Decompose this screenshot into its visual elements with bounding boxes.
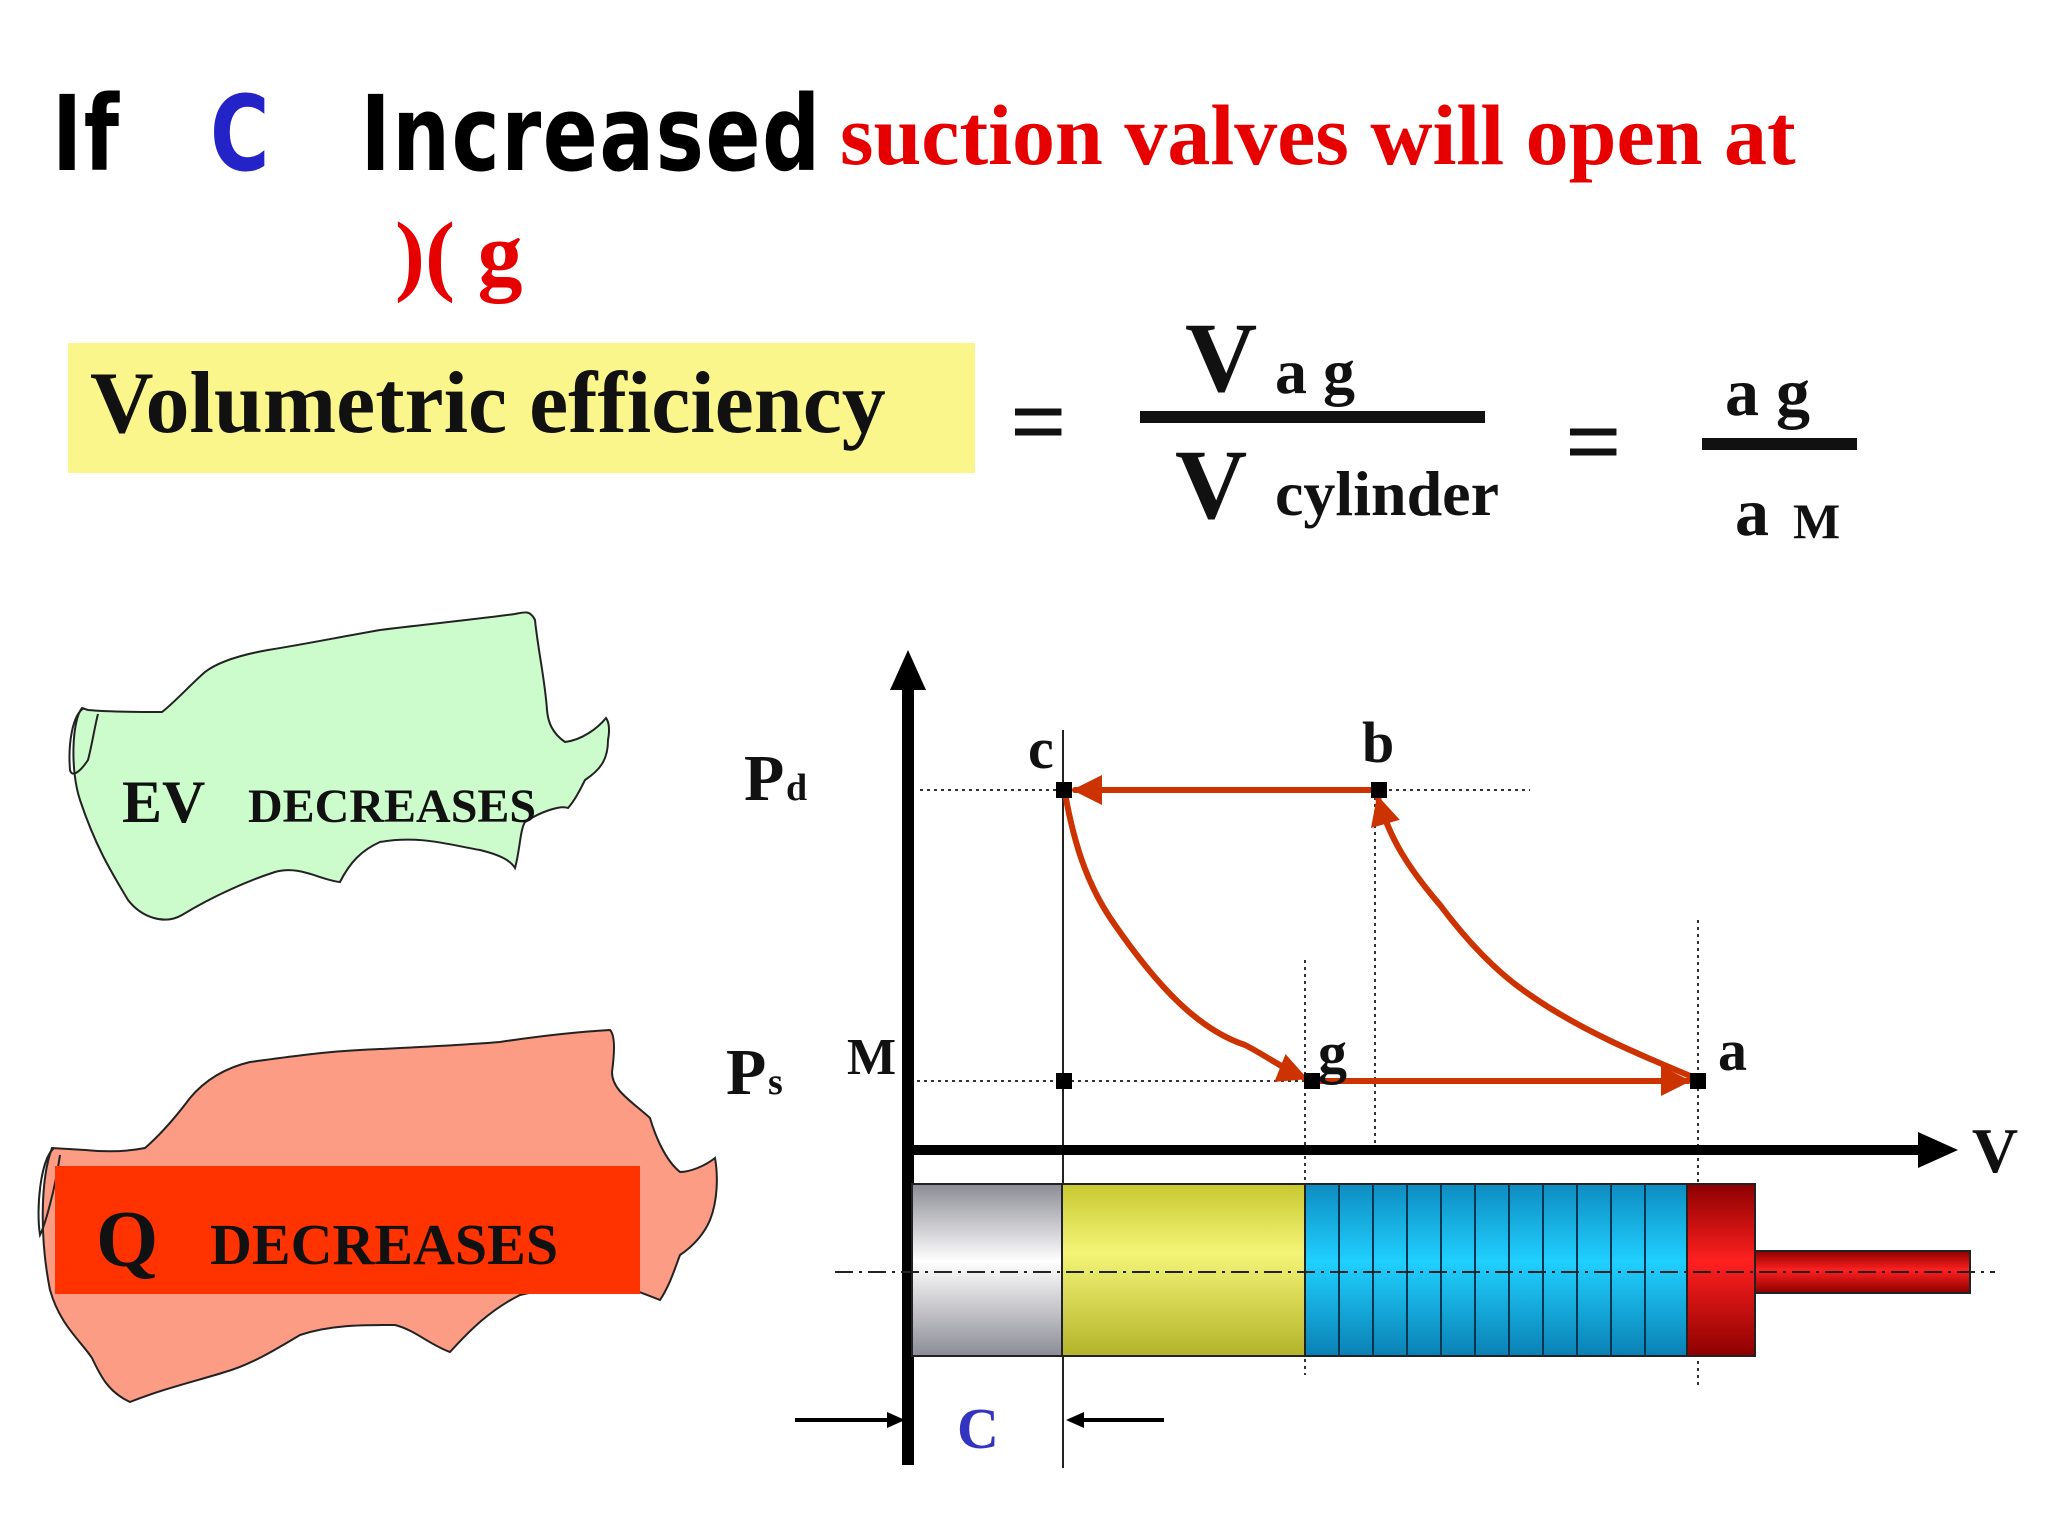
pd-label-sub: d: [786, 767, 807, 809]
suction-volume-divisions: [1338, 1184, 1646, 1356]
equals-sign-1: =: [1010, 366, 1067, 477]
point-a-label: a: [1718, 1018, 1747, 1083]
volume-axis-label: V: [1972, 1115, 2018, 1186]
suction-volume-section: [1304, 1183, 1688, 1357]
q-label-rest: DECREASES: [210, 1212, 558, 1277]
point-b-marker: [1371, 782, 1387, 798]
heading-if-c-increased: If C Increased: [52, 82, 822, 186]
piston-head: [1686, 1183, 1756, 1357]
cycle-compression-curve: [1371, 795, 1698, 1081]
volumetric-efficiency-highlight: [68, 343, 975, 473]
fraction2-numerator: a g: [1725, 354, 1810, 430]
fraction1-bar: [1140, 411, 1485, 423]
ev-decreases-blob: [72, 611, 611, 921]
clearance-point-marker: [1056, 1073, 1072, 1089]
pd-label-main: P: [744, 742, 784, 815]
point-c-label: c: [1028, 716, 1054, 781]
volumetric-efficiency-label: Volumetric efficiency: [90, 355, 886, 452]
point-b-label: b: [1362, 710, 1394, 775]
fraction1-numerator-sub: a g: [1275, 336, 1355, 407]
ev-label-main: EV: [122, 769, 205, 835]
fraction2-denominator-m: M: [1793, 493, 1841, 549]
reexpansion-volume-section: [1061, 1183, 1306, 1357]
clearance-label-c: C: [957, 1396, 999, 1461]
heading-suction-text: suction valves will open at: [840, 87, 1796, 183]
point-m-label: M: [847, 1029, 896, 1086]
equals-sign-2: =: [1565, 386, 1622, 497]
clearance-volume-section: [911, 1183, 1063, 1357]
fraction1-denominator-v: V: [1175, 429, 1248, 540]
q-decreases-box: [55, 1166, 640, 1294]
fraction2-bar: [1702, 438, 1857, 450]
ps-label-sub: s: [768, 1061, 783, 1103]
clearance-dimension: C: [795, 1396, 1164, 1461]
fraction1-denominator-sub: cylinder: [1275, 458, 1499, 529]
point-g-label: g: [1318, 1020, 1347, 1085]
heading-word-increased: Increased: [360, 73, 822, 195]
cycle-points: [902, 782, 1706, 1089]
fraction1-numerator-v: V: [1185, 302, 1258, 413]
heading-variable-c: C: [210, 73, 272, 195]
refrigeration-cycle: [1062, 775, 1698, 1096]
point-m-marker: [902, 1073, 914, 1089]
cycle-reexpansion-curve: [1062, 790, 1308, 1082]
volume-axis-arrowhead: [1918, 1132, 1958, 1168]
point-a-marker: [1690, 1073, 1706, 1089]
point-g-marker: [1304, 1073, 1320, 1089]
compressor-cylinder: [835, 1183, 1995, 1357]
q-label-main: Q: [96, 1196, 158, 1284]
point-c-marker: [1056, 782, 1072, 798]
heading-word-if: If: [52, 73, 121, 195]
fraction2-denominator-a: a: [1735, 474, 1769, 550]
ev-label-rest: DECREASES: [248, 780, 536, 833]
pressure-axis-arrowhead: [890, 650, 926, 690]
ps-label-main: P: [726, 1036, 766, 1109]
heading-point-g: )( g: [395, 205, 523, 304]
